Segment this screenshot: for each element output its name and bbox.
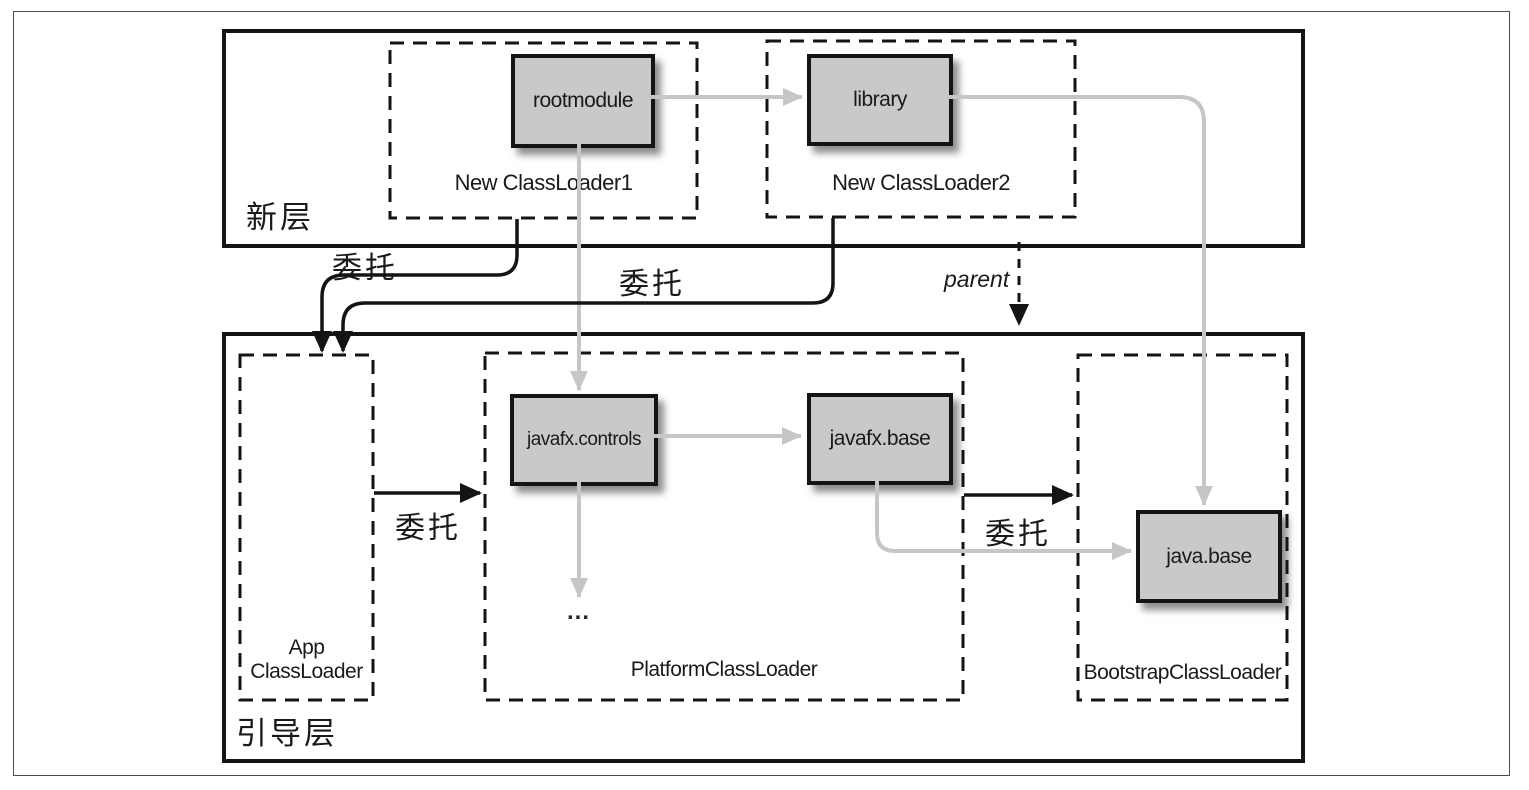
javafx-controls-box: javafx.controls	[510, 394, 658, 486]
figure-frame	[13, 11, 1510, 776]
bootstrap-classloader-label: BootstrapClassLoader	[1083, 661, 1282, 684]
boot-layer-label: 引导层	[236, 716, 338, 752]
library-label: library	[853, 88, 907, 111]
new-classloader1-label: New ClassLoader1	[454, 170, 633, 195]
delegate-label-2: 委托	[619, 267, 685, 302]
javafx-controls-label: javafx.controls	[527, 429, 641, 450]
app-classloader-label: App ClassLoader	[240, 636, 373, 683]
rootmodule-label: rootmodule	[532, 89, 634, 112]
java-base-label: java.base	[1166, 544, 1252, 568]
app-classloader-label-line1: App	[288, 636, 325, 659]
delegate-label-1: 委托	[332, 251, 398, 286]
javafx-base-box: javafx.base	[807, 393, 953, 485]
more-modules-ellipsis: ...	[567, 598, 591, 625]
delegate-label-3: 委托	[395, 511, 461, 546]
java-base-box: java.base	[1136, 510, 1282, 603]
app-classloader-label-line2: ClassLoader	[250, 659, 363, 683]
delegate-label-4: 委托	[985, 517, 1051, 552]
parent-edge-label: parent	[944, 266, 1010, 292]
new-classloader2-label: New ClassLoader2	[832, 170, 1010, 195]
platform-classloader-label: PlatformClassLoader	[630, 658, 818, 681]
javafx-base-label: javafx.base	[829, 427, 931, 450]
rootmodule-box: rootmodule	[511, 54, 655, 148]
new-layer-box	[222, 29, 1305, 248]
new-layer-label: 新层	[246, 200, 314, 236]
library-box: library	[807, 54, 953, 146]
